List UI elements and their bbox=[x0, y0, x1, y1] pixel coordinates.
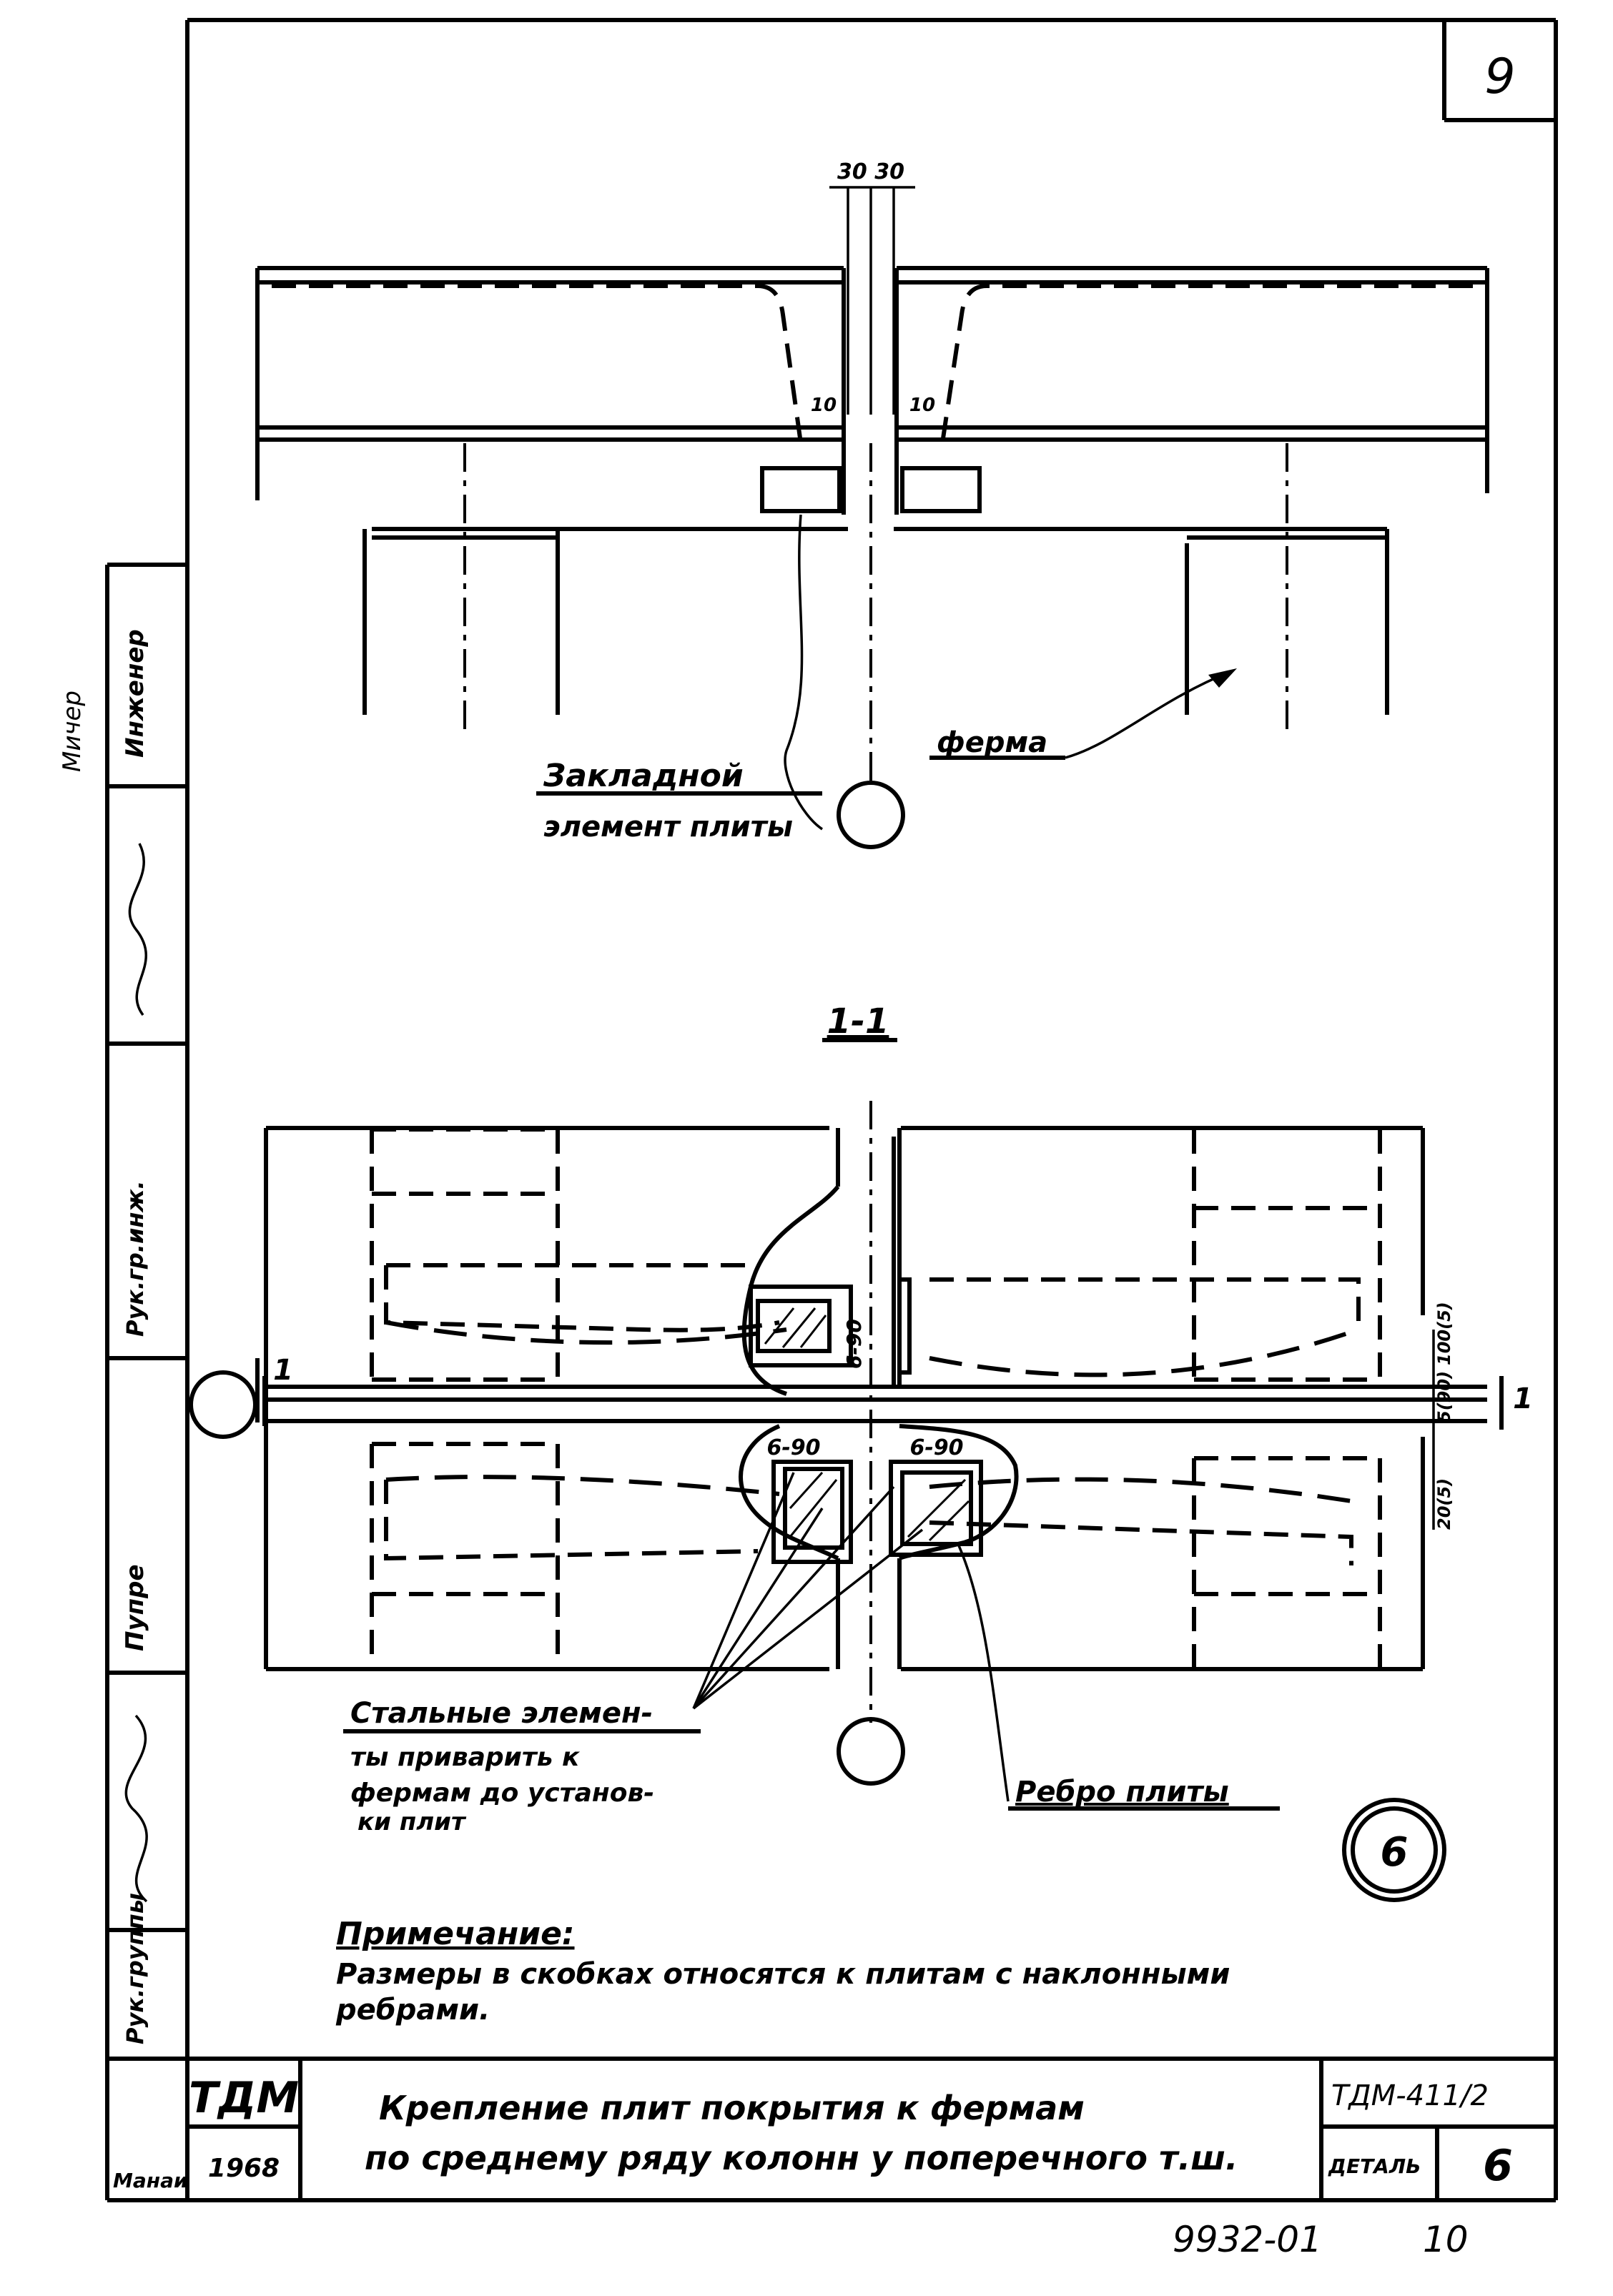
dim-right-lower: 20(5) bbox=[1434, 1478, 1454, 1530]
axis-marker-top bbox=[837, 781, 905, 849]
label-embed-2: элемент плиты bbox=[543, 811, 793, 843]
title-line-1: Крепление плит покрытия к фермам bbox=[379, 2089, 1085, 2127]
stamp-row-6: Манаи bbox=[113, 2169, 188, 2192]
stamp-row-2: Мичер bbox=[58, 691, 87, 772]
page-number: 10 bbox=[1423, 2219, 1469, 2260]
dim-6-90-b: 6-90 bbox=[766, 1435, 820, 1460]
label-embed-1: Закладной bbox=[543, 758, 744, 794]
dim-6-90-c: 6-90 bbox=[909, 1435, 963, 1460]
stamp-row-4: Пупре bbox=[121, 1564, 149, 1651]
leader-embed bbox=[784, 514, 823, 831]
label-steel-2: ты приварить к bbox=[350, 1743, 581, 1772]
org-code: ТДМ bbox=[189, 2073, 299, 2123]
archive-number: 9932-01 bbox=[1173, 2219, 1322, 2260]
label-steel-3: фермам до установ- bbox=[350, 1778, 654, 1808]
arrowhead-truss bbox=[1208, 668, 1237, 688]
dim-right-upper: 5(90) bbox=[1434, 1371, 1454, 1422]
detail-label: ДЕТАЛЬ bbox=[1328, 2154, 1421, 2178]
dim-right-10: 10 bbox=[909, 395, 935, 416]
dim-6-90-a: 6-90 bbox=[842, 1319, 866, 1369]
title-block: ТДМ 1968 Крепление плит покрытия к ферма… bbox=[187, 2057, 1556, 2200]
label-steel-1: Стальные элемен- bbox=[350, 1697, 653, 1730]
axis-marker-left bbox=[189, 1370, 257, 1439]
section-1-1: 1-1 bbox=[189, 1001, 1533, 1902]
note-line-2: ребрами. bbox=[335, 1994, 490, 2027]
detail-circle bbox=[1342, 1798, 1446, 1902]
label-steel-4: ки плит bbox=[357, 1808, 467, 1836]
dim-left-10: 10 bbox=[811, 395, 837, 416]
note-line-1: Размеры в скобках относятся к плитам с н… bbox=[336, 1958, 1230, 1991]
detail-circle-number: 6 bbox=[1381, 1829, 1409, 1876]
dim-right-mid: 100(5) bbox=[1434, 1302, 1454, 1365]
stamp-row-5: Рук.группы bbox=[122, 1893, 149, 2044]
side-stamp: Инженер Мичер Рук.гр.инж. Пупре Рук.груп… bbox=[58, 563, 188, 2200]
section-mark: 1-1 bbox=[827, 1001, 889, 1041]
stamp-row-3: Рук.гр.инж. bbox=[122, 1181, 149, 1337]
label-truss: ферма bbox=[937, 726, 1047, 759]
top-view: 30 30 10 10 bbox=[255, 159, 1489, 849]
sheet-number-box: 9 bbox=[1442, 20, 1556, 122]
cut-mark-left: 1 bbox=[273, 1354, 293, 1387]
sheet-number: 9 bbox=[1484, 49, 1515, 105]
label-rib: Ребро плиты bbox=[1015, 1776, 1229, 1808]
signature-1 bbox=[128, 843, 147, 1016]
note: Примечание: Размеры в скобках относятся … bbox=[335, 1916, 1230, 2027]
axis-marker-bottom bbox=[837, 1717, 905, 1786]
detail-number: 6 bbox=[1483, 2141, 1513, 2191]
dim-top-30-30: 30 30 bbox=[837, 159, 904, 184]
cut-mark-right: 1 bbox=[1513, 1382, 1533, 1415]
sheet-frame bbox=[107, 18, 1558, 2202]
stamp-row-1: Инженер bbox=[121, 629, 149, 758]
year: 1968 bbox=[208, 2154, 280, 2183]
drawing-code: ТДМ-411/2 bbox=[1331, 2079, 1489, 2112]
embedded-parts bbox=[749, 1277, 983, 1564]
signature-2 bbox=[124, 1714, 148, 1903]
note-heading: Примечание: bbox=[336, 1916, 575, 1952]
title-line-2: по среднему ряду колонн у поперечного т.… bbox=[365, 2139, 1238, 2177]
